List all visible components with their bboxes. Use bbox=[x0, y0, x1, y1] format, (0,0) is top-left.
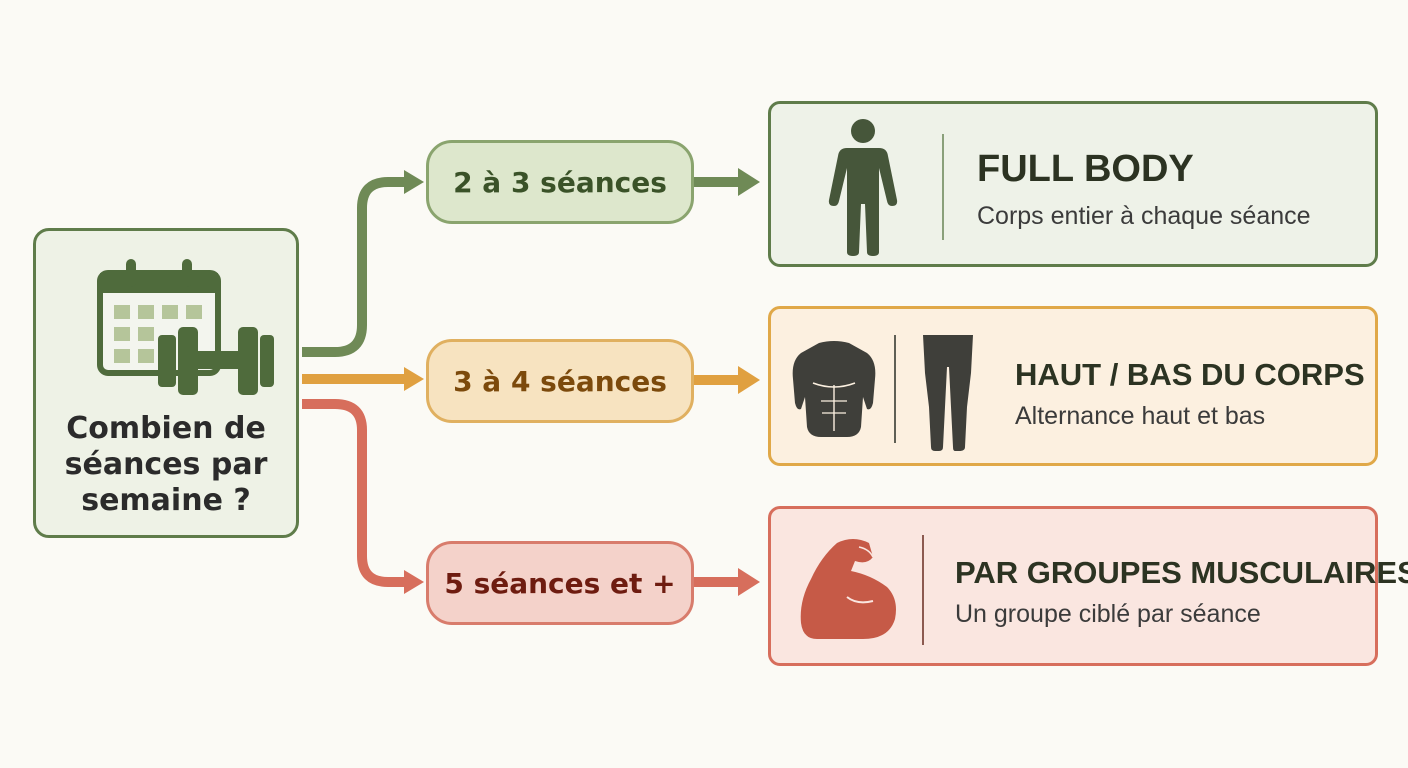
card-desc-full-body: Corps entier à chaque séance bbox=[977, 202, 1311, 230]
flexed-bicep-icon bbox=[797, 535, 903, 647]
question-line-1: Combien de bbox=[66, 411, 266, 446]
card-title-full-body: FULL BODY bbox=[977, 148, 1194, 190]
upper-torso-icon bbox=[789, 339, 879, 441]
card-desc-muscle-groups: Un groupe ciblé par séance bbox=[955, 600, 1261, 628]
question-line-3: semaine ? bbox=[81, 483, 251, 518]
program-card-muscle-groups: PAR GROUPES MUSCULAIRES Un groupe ciblé … bbox=[768, 506, 1408, 666]
card-title-upper-lower: HAUT / BAS DU CORPS bbox=[1015, 357, 1365, 392]
question-box: Combien de séances par semaine ? bbox=[33, 228, 299, 538]
question-line-2: séances par bbox=[64, 447, 268, 482]
calendar-dumbbell-icon bbox=[94, 255, 274, 399]
card-desc-upper-lower: Alternance haut et bas bbox=[1015, 402, 1266, 430]
frequency-pill-3-4: 3 à 4 séances bbox=[426, 339, 694, 423]
card-title-muscle-groups: PAR GROUPES MUSCULAIRES bbox=[955, 555, 1408, 590]
legs-icon bbox=[919, 333, 977, 455]
program-card-full-body: FULL BODY Corps entier à chaque séance bbox=[768, 101, 1378, 267]
frequency-pill-2-3: 2 à 3 séances bbox=[426, 140, 694, 224]
full-body-figure-icon bbox=[825, 118, 901, 260]
frequency-pill-5-plus: 5 séances et + bbox=[426, 541, 694, 625]
question-label: Combien de séances par semaine ? bbox=[36, 411, 296, 519]
program-card-upper-lower: HAUT / BAS DU CORPS Alternance haut et b… bbox=[768, 306, 1378, 466]
